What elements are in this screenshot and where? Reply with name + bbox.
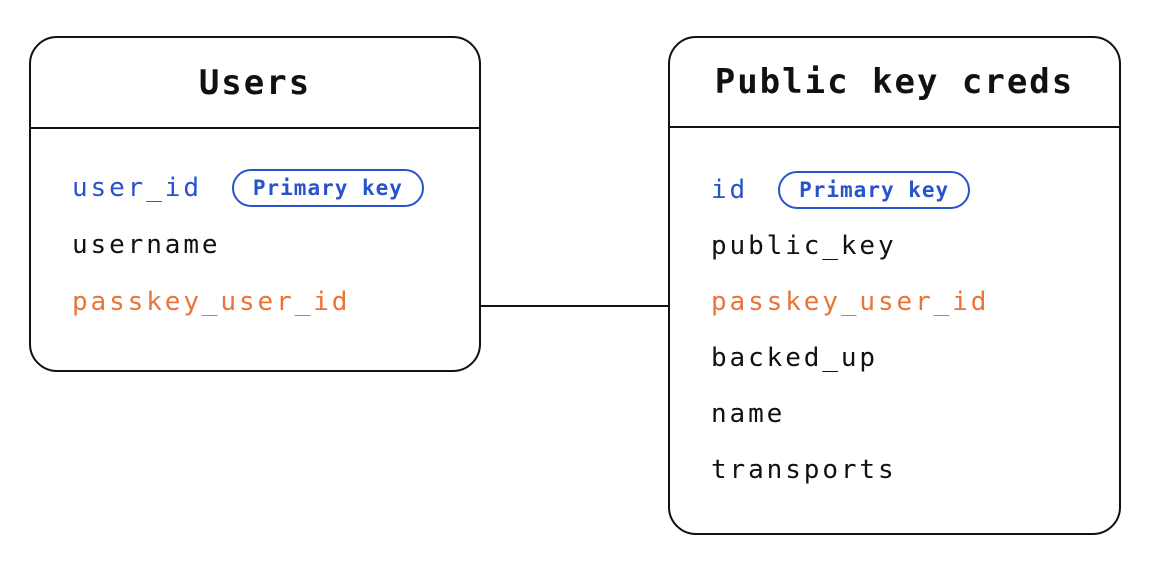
public-key-creds-table-header: Public key creds xyxy=(670,38,1119,128)
public-key-creds-table-fields: id Primary key public_key passkey_user_i… xyxy=(670,128,1119,498)
field-name: passkey_user_id xyxy=(711,287,990,317)
public-key-creds-table: Public key creds id Primary key public_k… xyxy=(668,36,1121,535)
primary-key-badge: Primary key xyxy=(231,168,424,207)
field-name: name xyxy=(711,399,786,429)
field-name: username xyxy=(72,229,221,260)
field-row-name: name xyxy=(711,386,1119,442)
field-row-username: username xyxy=(72,216,479,273)
field-name: backed_up xyxy=(711,343,878,373)
primary-key-badge: Primary key xyxy=(778,171,971,209)
field-row-public-key: public_key xyxy=(711,218,1119,274)
field-row-transports: transports xyxy=(711,442,1119,498)
relationship-line xyxy=(481,305,668,307)
field-name: user_id xyxy=(72,172,202,203)
field-name: public_key xyxy=(711,231,897,261)
users-table-title: Users xyxy=(198,62,312,103)
public-key-creds-table-title: Public key creds xyxy=(714,62,1075,102)
field-row-user-id: user_id Primary key xyxy=(72,159,479,216)
field-row-backed-up: backed_up xyxy=(711,330,1119,386)
users-table-header: Users xyxy=(31,38,479,129)
field-row-passkey-user-id: passkey_user_id xyxy=(711,274,1119,330)
field-name: id xyxy=(711,175,749,205)
field-name: passkey_user_id xyxy=(72,286,351,317)
field-name: transports xyxy=(711,455,897,485)
users-table-fields: user_id Primary key username passkey_use… xyxy=(31,129,479,330)
field-row-passkey-user-id: passkey_user_id xyxy=(72,273,479,330)
users-table: Users user_id Primary key username passk… xyxy=(29,36,481,372)
field-row-id: id Primary key xyxy=(711,162,1119,218)
